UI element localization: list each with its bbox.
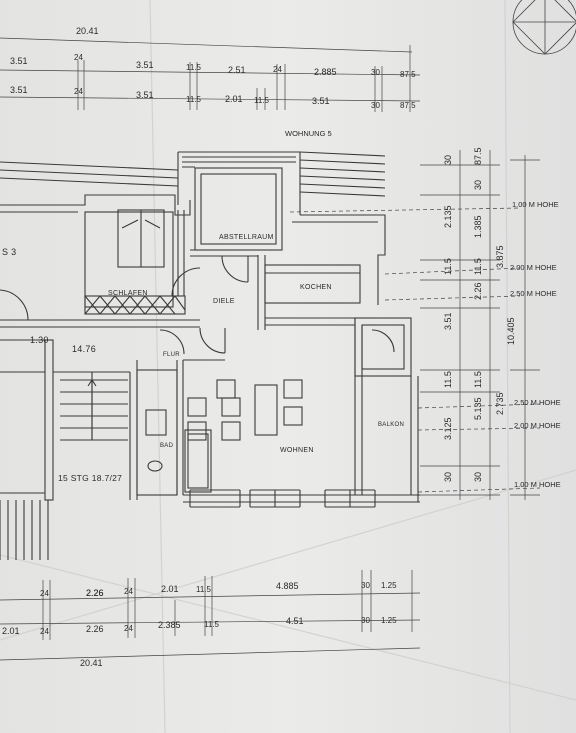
room-flur: FLUR — [163, 352, 180, 358]
bot-dim-r2-5: 11.5 — [204, 620, 220, 629]
right-col3-1: 10.405 — [506, 317, 516, 345]
stair-label: 15 STG 18.7/27 — [58, 473, 122, 483]
top-dimension-lines — [0, 37, 421, 112]
height-label-5: 1.00 M HOHE — [514, 480, 561, 489]
right-col1-2: 11.5 — [443, 258, 453, 275]
top-dim-r2-7: 30 — [371, 101, 380, 110]
top-dimension-text: 20.41 3.51 24 3.51 11.5 2.51 24 2.885 30… — [10, 26, 416, 138]
right-col2-6: 5.135 — [473, 397, 483, 420]
top-dim-r2-2: 3.51 — [136, 90, 154, 100]
bot-dim-r2-3: 24 — [124, 624, 133, 633]
bot-dim-r2-0: 2.01 — [2, 626, 20, 636]
room-kochen: KOCHEN — [300, 284, 332, 291]
top-dim-r2-0: 3.51 — [10, 85, 28, 95]
right-col2-7: 30 — [473, 472, 483, 482]
bot-dim-r1-1: 24 — [40, 589, 49, 598]
right-col2-3: 11.5 — [473, 258, 483, 275]
right-col2-5: 11.5 — [473, 371, 483, 388]
right-col1-1: 2.135 — [443, 205, 453, 228]
right-col1-3: 3.51 — [443, 312, 453, 330]
top-dim-r2-6: 3.51 — [312, 96, 330, 106]
bot-dim-r1-2: 2.26 — [86, 588, 104, 598]
right-col1-4: 11.5 — [443, 371, 453, 388]
drawing-title: WOHNUNG 5 — [285, 129, 332, 138]
bot-dim-r1-3: 24 — [124, 587, 133, 596]
right-col2-2: 1.385 — [473, 215, 483, 238]
bottom-dimension-text: 2.26 24 2.26 24 2.01 11.5 4.885 30 1.25 … — [2, 581, 397, 668]
right-col3-0: 3.875 — [495, 245, 505, 268]
height-label-0: 1.00 M HOHE — [512, 200, 559, 209]
right-col2-4: 2.26 — [473, 282, 483, 300]
room-balkon: BALKON — [378, 422, 404, 428]
bot-dim-r1-7: 30 — [361, 581, 370, 590]
room-diele: DIELE — [213, 298, 235, 305]
top-dim-r1-2: 3.51 — [136, 60, 154, 70]
compass-rose-icon — [512, 0, 576, 55]
right-col2-1: 30 — [473, 180, 483, 190]
top-dim-r1-0: 3.51 — [10, 56, 28, 66]
bot-dim-r1-8: 1.25 — [381, 581, 397, 590]
room-labels: ABSTELLRAUM SCHLAFEN DIELE KOCHEN FLUR B… — [2, 234, 404, 483]
floor-plan-walls — [0, 151, 420, 560]
height-labels: 1.00 M HOHE 2.00 M HOHE 2.50 M HOHE 2.50… — [510, 200, 561, 489]
top-dim-r2-3: 11.5 — [186, 95, 202, 104]
height-label-1: 2.00 M HOHE — [510, 263, 557, 272]
bottom-dimension-lines — [0, 570, 421, 661]
top-dim-r2-4: 2.01 — [225, 94, 243, 104]
top-dim-r1-7: 30 — [371, 68, 380, 77]
right-col1-0: 30 — [443, 155, 453, 165]
room-schlafen: SCHLAFEN — [108, 290, 148, 297]
bot-dim-r2-4: 2.385 — [158, 620, 181, 630]
top-dim-r2-5: 11.5 — [254, 96, 270, 105]
bot-dim-r1-5: 11.5 — [196, 585, 212, 594]
height-label-4: 2.00 M HOHE — [514, 421, 561, 430]
top-dim-r1-1: 24 — [74, 53, 83, 62]
bot-dim-r1-0: 2.26 — [86, 588, 104, 598]
right-col3-2: 2.735 — [495, 392, 505, 415]
right-dimension-text: 30 2.135 11.5 3.51 11.5 3.125 30 87.5 30… — [443, 147, 516, 482]
right-col1-6: 30 — [443, 472, 453, 482]
room-left-partial: S 3 — [2, 247, 16, 257]
floor-level: 14.76 — [72, 344, 96, 354]
top-dim-r1-6: 2.885 — [314, 67, 337, 77]
top-dim-r1-3: 11.5 — [186, 63, 202, 72]
height-label-3: 2.50 M HOHE — [514, 398, 561, 407]
bot-dim-r2-7: 30 — [361, 616, 370, 625]
bottom-overall-dim: 20.41 — [80, 658, 103, 668]
height-label-2: 2.50 M HOHE — [510, 289, 557, 298]
top-overall-dim: 20.41 — [76, 26, 99, 36]
bot-dim-r2-2: 2.26 — [86, 624, 104, 634]
top-dim-r2-1: 24 — [74, 87, 83, 96]
top-dim-r1-4: 2.51 — [228, 65, 246, 75]
top-dim-r1-5: 24 — [273, 65, 282, 74]
bot-dim-r2-1: 24 — [40, 627, 49, 636]
bot-dim-r2-6: 4.51 — [286, 616, 304, 626]
right-col2-0: 87.5 — [473, 147, 483, 165]
top-dim-r1-8: 87.5 — [400, 70, 416, 79]
top-dim-r2-8: 87.5 — [400, 101, 416, 110]
right-dimension-lines — [289, 150, 541, 500]
room-wohnen: WOHNEN — [280, 447, 314, 454]
bot-dim-r1-4: 2.01 — [161, 584, 179, 594]
room-abstellraum: ABSTELLRAUM — [219, 234, 274, 241]
bot-dim-r2-8: 1.25 — [381, 616, 397, 625]
stair-height: 1.30 — [30, 335, 49, 345]
bot-dim-r1-6: 4.885 — [276, 581, 299, 591]
room-bad: BAD — [160, 443, 174, 449]
right-col1-5: 3.125 — [443, 417, 453, 440]
